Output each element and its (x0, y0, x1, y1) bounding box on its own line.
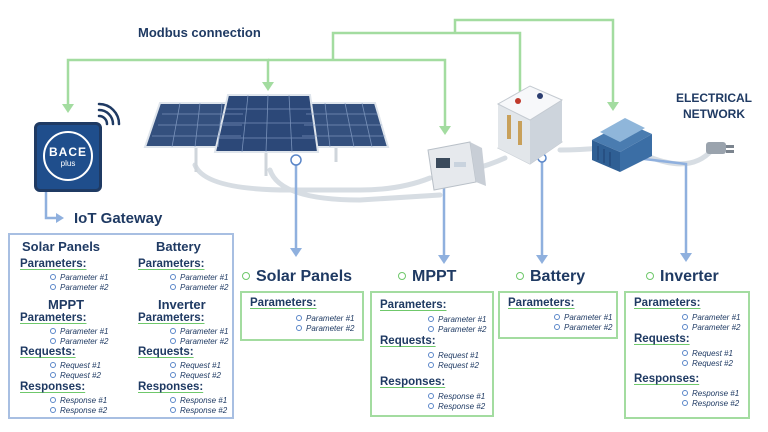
inverter-request: Request #2 (682, 359, 733, 369)
gw-inverter-request: Request #2 (170, 371, 221, 381)
solar-panels-illustration (143, 94, 390, 176)
gw-inverter-response: Response #2 (170, 406, 227, 416)
gw-mppt-request: Request #1 (50, 361, 101, 371)
gw-mppt-response: Response #1 (50, 396, 107, 406)
gw-battery-param: Parameter #2 (170, 283, 228, 293)
mppt-param: Parameter #1 (428, 315, 486, 325)
gw-battery-param: Parameter #1 (170, 273, 228, 283)
battery-heading: Battery (516, 268, 585, 286)
modbus-arrowheads (62, 82, 619, 135)
inverter-requests-heading: Requests: (634, 333, 690, 345)
mppt-params-heading: Parameters: (380, 299, 447, 311)
mppt-illustration (427, 141, 486, 191)
logo-text: BACE (48, 145, 87, 159)
mppt-responses-heading: Responses: (380, 376, 446, 388)
gw-inverter-request: Request #1 (170, 361, 221, 371)
solar-panels-panel: Parameters: Parameter #1 Parameter #2 (240, 291, 364, 341)
gateway-summary-panel: Solar Panels Parameters: Parameter #1 Pa… (8, 233, 234, 419)
gw-mppt-responses-heading: Responses: (20, 381, 86, 393)
mppt-panel: Parameters: Parameter #1 Parameter #2 Re… (370, 291, 494, 417)
solar-param: Parameter #1 (296, 314, 354, 324)
inverter-param: Parameter #2 (682, 323, 740, 333)
mppt-param: Parameter #2 (428, 325, 486, 335)
gw-mppt-title: MPPT (48, 297, 85, 312)
mppt-response: Response #2 (428, 402, 485, 412)
gw-battery-title: Battery (156, 239, 201, 254)
modbus-connection-label: Modbus connection (138, 25, 261, 40)
gw-inverter-params-heading: Parameters: (138, 312, 205, 324)
inverter-illustration (592, 118, 652, 172)
bace-plus-logo: BACE plus (43, 131, 93, 181)
modbus-lines (66, 18, 615, 130)
battery-param: Parameter #2 (554, 323, 612, 333)
mppt-request: Request #2 (428, 361, 479, 371)
inverter-heading: Inverter (646, 268, 719, 286)
inverter-response: Response #2 (682, 399, 739, 409)
battery-param: Parameter #1 (554, 313, 612, 323)
iot-gateway-device[interactable]: BACE plus (34, 122, 102, 192)
inverter-request: Request #1 (682, 349, 733, 359)
inverter-params-heading: Parameters: (634, 297, 701, 309)
mppt-heading: MPPT (398, 268, 456, 286)
gw-battery-params-heading: Parameters: (138, 258, 205, 270)
inverter-response: Response #1 (682, 389, 739, 399)
logo-subtext: plus (60, 159, 76, 168)
mppt-requests-heading: Requests: (380, 335, 436, 347)
solar-param: Parameter #2 (296, 324, 354, 334)
gw-mppt-request: Request #2 (50, 371, 101, 381)
gw-solar-params-heading: Parameters: (20, 258, 87, 270)
mppt-request: Request #1 (428, 351, 479, 361)
inverter-panel: Parameters: Parameter #1 Parameter #2 Re… (624, 291, 750, 419)
gw-mppt-response: Response #2 (50, 406, 107, 416)
pointer-arrowheads (56, 213, 692, 264)
gw-inverter-param: Parameter #2 (170, 337, 228, 347)
gw-inverter-responses-heading: Responses: (138, 381, 204, 393)
pointer-lines (44, 156, 688, 257)
inverter-responses-heading: Responses: (634, 373, 700, 385)
mppt-response: Response #1 (428, 392, 485, 402)
gw-mppt-param: Parameter #2 (50, 337, 108, 347)
wifi-icon (97, 102, 121, 126)
gw-inverter-response: Response #1 (170, 396, 227, 406)
solar-panels-heading: Solar Panels (242, 268, 352, 286)
gw-mppt-requests-heading: Requests: (20, 346, 76, 358)
gw-mppt-params-heading: Parameters: (20, 312, 87, 324)
gw-solar-param: Parameter #2 (50, 283, 108, 293)
gw-solar-param: Parameter #1 (50, 273, 108, 283)
inverter-param: Parameter #1 (682, 313, 740, 323)
iot-gateway-label: IoT Gateway (74, 210, 163, 227)
battery-panel: Parameters: Parameter #1 Parameter #2 (498, 291, 618, 339)
gw-mppt-param: Parameter #1 (50, 327, 108, 337)
solar-params-heading: Parameters: (250, 297, 317, 309)
gw-solar-title: Solar Panels (22, 239, 101, 254)
electrical-plug-illustration (706, 142, 734, 154)
electrical-network-label: ELECTRICAL NETWORK (676, 91, 752, 121)
gw-inverter-requests-heading: Requests: (138, 346, 194, 358)
gw-inverter-param: Parameter #1 (170, 327, 228, 337)
battery-illustration (496, 85, 564, 165)
battery-params-heading: Parameters: (508, 297, 575, 309)
gw-inverter-title: Inverter (158, 297, 206, 312)
